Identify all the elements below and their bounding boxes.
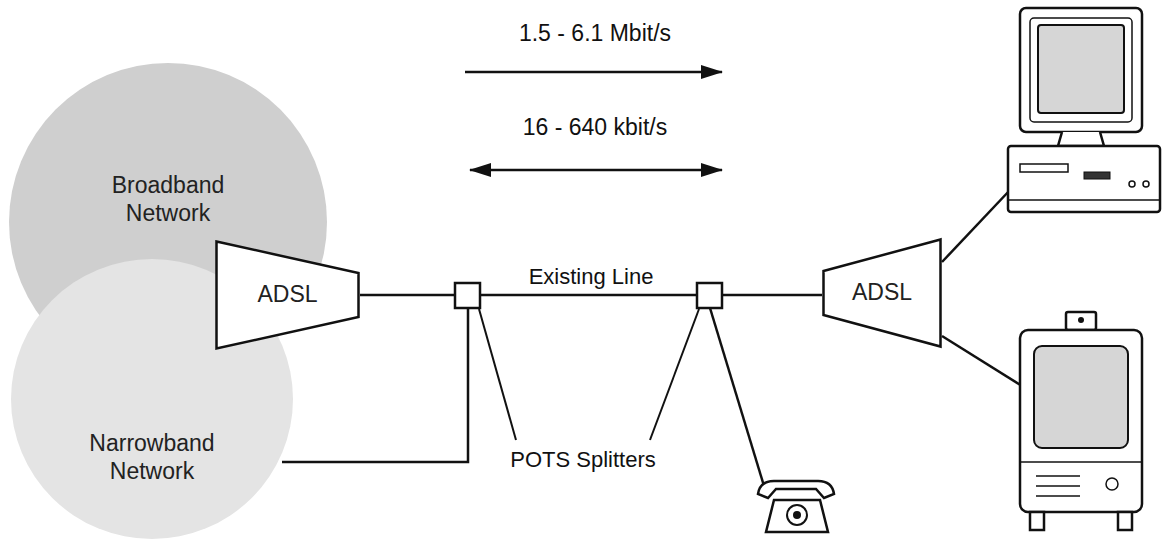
rate-label: 1.5 - 6.1 Mbit/s xyxy=(519,20,671,48)
phone-wire xyxy=(710,308,764,486)
leader-line xyxy=(479,309,516,440)
part-label: POTS Splitters xyxy=(510,447,655,473)
rate-label: 16 - 640 kbit/s xyxy=(523,114,667,142)
leader-line xyxy=(650,309,699,440)
telephone-icon xyxy=(758,481,834,532)
pots-splitter xyxy=(455,283,480,308)
computer-icon xyxy=(1008,8,1160,212)
television-icon xyxy=(1020,312,1142,530)
downstream-arrow xyxy=(465,71,722,74)
line-label: Existing Line xyxy=(526,264,657,290)
narrowband-wire xyxy=(282,308,468,462)
node-text: ADSL xyxy=(852,279,912,307)
adsl-modem: ADSL xyxy=(822,238,942,348)
node-text: Broadband Network xyxy=(81,172,256,227)
node-text: ADSL xyxy=(257,281,317,309)
node-text: Narrowband Network xyxy=(67,430,237,485)
pots-splitter xyxy=(697,283,722,308)
computer-wire xyxy=(942,190,1010,262)
duplex-arrow xyxy=(470,169,722,172)
tv-wire xyxy=(942,336,1022,386)
adsl-modem: ADSL xyxy=(215,240,360,350)
line-connector xyxy=(360,294,822,297)
